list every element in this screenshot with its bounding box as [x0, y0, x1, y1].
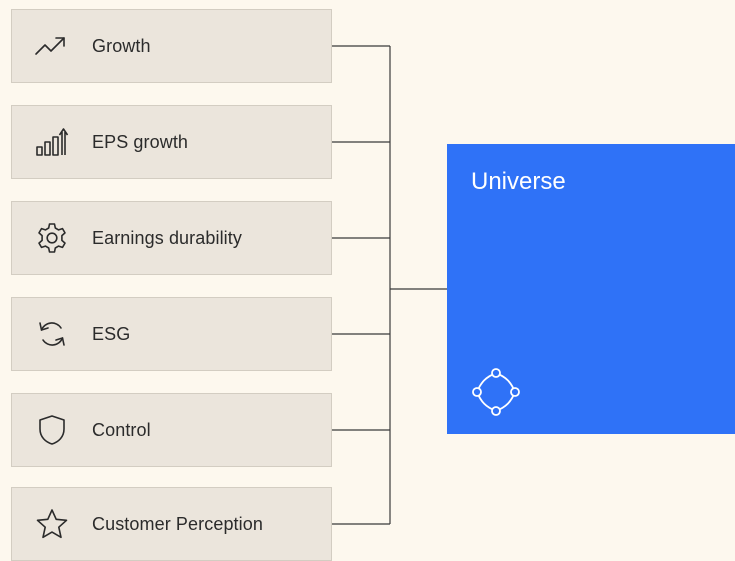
- star-icon: [12, 508, 92, 540]
- trend-up-icon: [12, 34, 92, 58]
- factor-label: Control: [92, 419, 151, 440]
- universe-title: Universe: [471, 168, 566, 195]
- factor-label: Growth: [92, 35, 151, 56]
- factor-eps-growth: EPS growth: [11, 105, 332, 179]
- refresh-icon: [12, 318, 92, 350]
- factor-esg: ESG: [11, 297, 332, 371]
- factor-earnings-durability: Earnings durability: [11, 201, 332, 275]
- factor-label: Customer Perception: [92, 513, 263, 534]
- bar-chart-arrow-icon: [12, 127, 92, 157]
- factor-label: EPS growth: [92, 131, 189, 152]
- factor-customer-perception: Customer Perception: [11, 487, 332, 561]
- node-diamond-icon: [471, 367, 521, 422]
- factor-label: ESG: [92, 323, 131, 344]
- factor-label: Earnings durability: [92, 227, 242, 248]
- factor-control: Control: [11, 393, 332, 467]
- universe-box: Universe: [447, 144, 735, 434]
- gear-icon: [12, 222, 92, 254]
- factor-growth: Growth: [11, 9, 332, 83]
- shield-icon: [12, 414, 92, 446]
